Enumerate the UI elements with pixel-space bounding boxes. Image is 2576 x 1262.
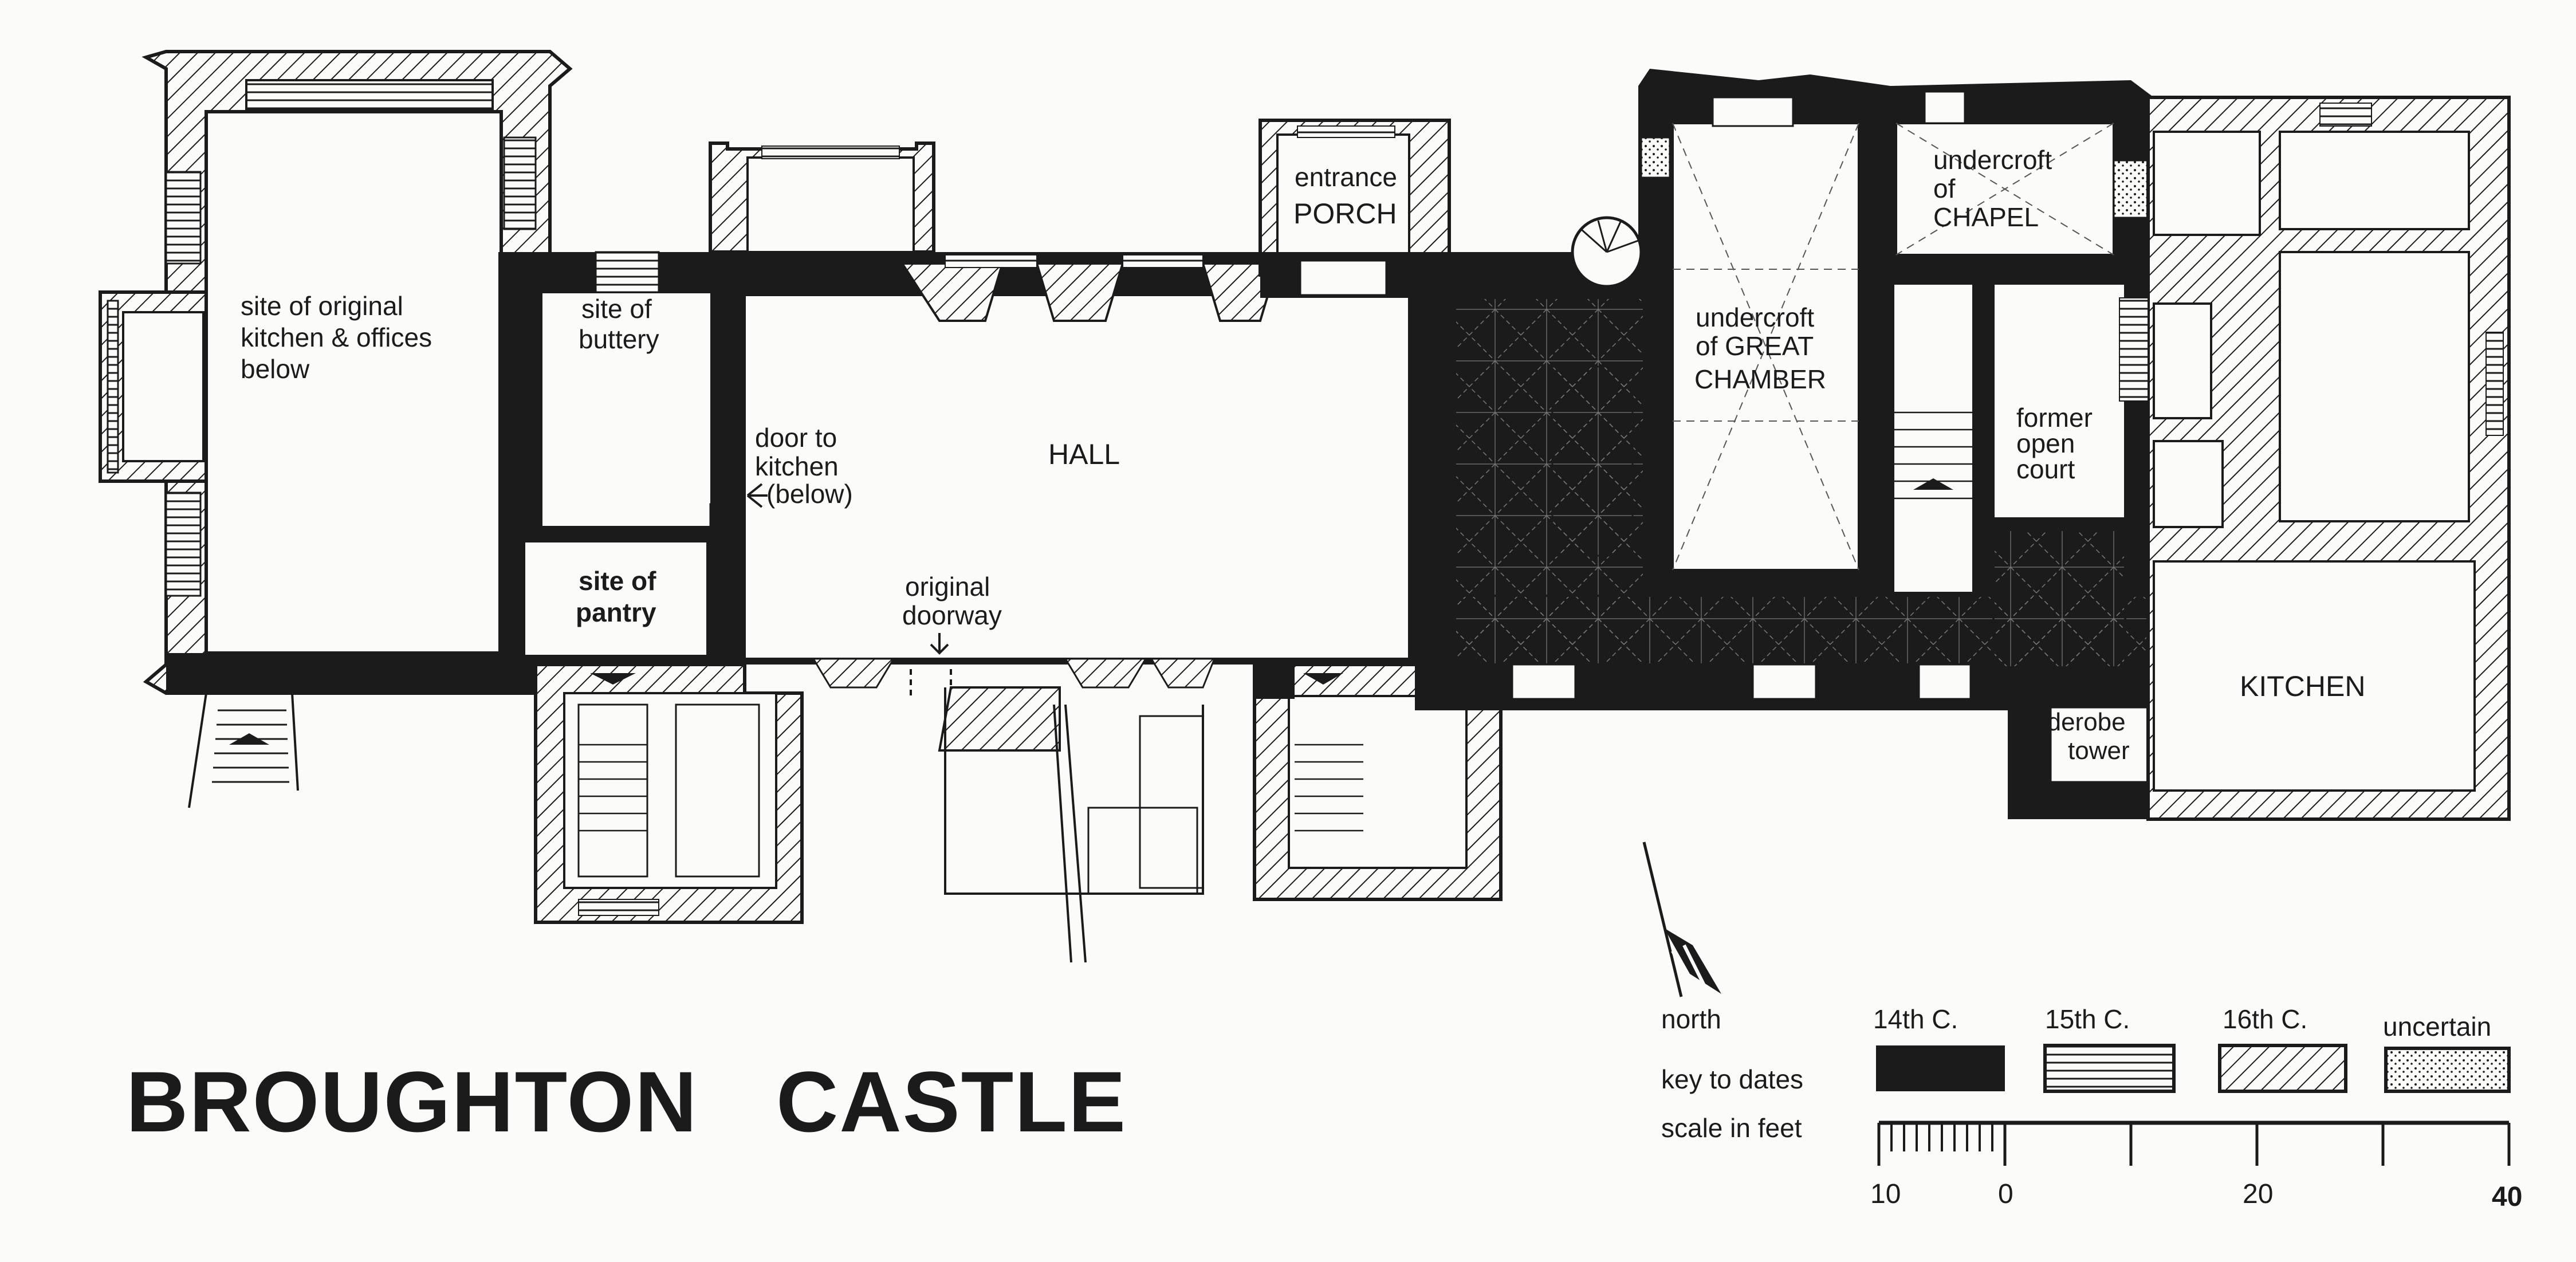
label-garderobe-2: tower (2068, 737, 2130, 765)
title-word-2: CASTLE (776, 1053, 1127, 1150)
label-great-chamber-2: of GREAT (1696, 331, 1814, 361)
scale-tick-10: 10 (1870, 1179, 1901, 1209)
label-open-court-2: open (2016, 428, 2075, 458)
title: BROUGHTON CASTLE (126, 1053, 1127, 1150)
label-open-court-1: former (2016, 403, 2093, 433)
legend-label-uncertain: uncertain (2383, 1012, 2491, 1041)
label-door-to-kitchen-2: kitchen (755, 451, 839, 481)
label-chapel-2: of (1933, 174, 1956, 203)
label-porch-2: PORCH (1293, 198, 1397, 230)
room-labels: site of original kitchen & offices below… (241, 145, 2365, 765)
legend-label-14th: 14th C. (1873, 1004, 1958, 1034)
label-garderobe-1: garderobe (2011, 708, 2126, 736)
scale-tick-40: 40 (2492, 1182, 2522, 1212)
label-pantry-1: site of (579, 566, 656, 596)
scale-in-feet-label: scale in feet (1661, 1113, 1802, 1143)
label-porch-1: entrance (1295, 162, 1397, 192)
legend-swatch-16th (2218, 1044, 2347, 1093)
label-chapel-1: undercroft (1933, 145, 2052, 175)
service-block (498, 251, 804, 924)
title-word-1: BROUGHTON (126, 1053, 698, 1150)
label-kitchen-offices-3: below (241, 354, 310, 384)
label-buttery-1: site of (581, 294, 652, 324)
label-original-doorway-2: doorway (902, 600, 1002, 630)
scale-tick-20: 20 (2243, 1179, 2273, 1209)
legend: key to dates scale in feet 14th C. 15th … (1661, 1004, 2511, 1143)
legend-swatch-15th (2043, 1044, 2176, 1093)
legend-label-15th: 15th C. (2045, 1004, 2130, 1034)
label-great-chamber-3: CHAMBER (1694, 364, 1826, 394)
label-buttery-2: buttery (579, 324, 659, 354)
label-kitchen-offices-2: kitchen & offices (241, 323, 432, 352)
label-door-to-kitchen-1: door to (755, 423, 837, 453)
label-chapel-3: CHAPEL (1933, 202, 2039, 232)
label-original-doorway-1: original (905, 572, 990, 601)
label-hall: HALL (1048, 438, 1120, 470)
west-wing (99, 50, 573, 808)
doorway-arrow-icon (930, 633, 949, 655)
north-label: north (1661, 1004, 1721, 1034)
scale-bar: 10 0 20 40 (1870, 1121, 2522, 1212)
legend-label-16th: 16th C. (2223, 1004, 2307, 1034)
legend-swatch-14th (1876, 1045, 2005, 1091)
north-arrow-icon: north (1642, 842, 1721, 1034)
legend-swatch-uncertain (2384, 1047, 2511, 1093)
east-wing (2119, 96, 2511, 821)
east-core (1415, 69, 2155, 819)
hall-block (709, 119, 1503, 963)
label-kitchen: KITCHEN (2240, 670, 2365, 702)
label-open-court-3: court (2016, 454, 2075, 484)
label-pantry-2: pantry (576, 597, 656, 627)
label-kitchen-offices-1: site of original (241, 291, 403, 321)
key-to-dates-label: key to dates (1661, 1064, 1803, 1094)
label-great-chamber-1: undercroft (1696, 302, 1814, 332)
scale-tick-0: 0 (1998, 1179, 2013, 1209)
label-door-to-kitchen-3: (below) (766, 479, 853, 509)
